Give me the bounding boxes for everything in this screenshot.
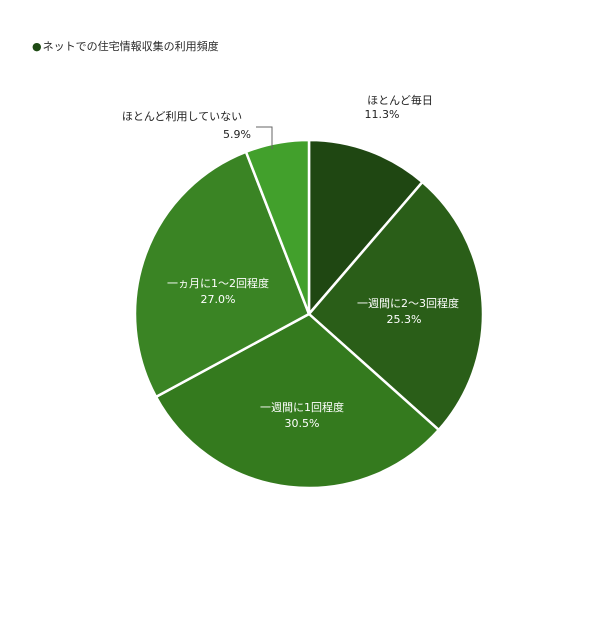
slice-value-1-week: 30.5%: [285, 417, 320, 430]
slice-label-1-week: 一週間に1回程度: [260, 400, 344, 414]
title-bullet-icon: ●: [32, 40, 42, 53]
pie-slice-0: [307, 138, 424, 316]
chart-title-text: ネットでの住宅情報収集の利用頻度: [42, 40, 219, 53]
leader-line: [256, 126, 273, 149]
slice-label-2-3-week: 一週間に2～3回程度: [357, 296, 459, 310]
pie-slices: [133, 138, 485, 490]
slice-value-daily: 11.3%: [365, 108, 400, 121]
slice-value-1-2-month: 27.0%: [201, 293, 236, 306]
slice-value-rarely: 5.9%: [223, 128, 251, 141]
slice-label-1-2-month: 一ヵ月に1～2回程度: [167, 276, 269, 290]
slice-label-rarely: ほとんど利用していない: [122, 110, 242, 123]
slice-label-daily: ほとんど毎日: [367, 94, 433, 107]
pie-slice-3: [133, 150, 311, 399]
chart-title: ●ネットでの住宅情報収集の利用頻度: [32, 38, 219, 54]
pie-slice-1: [307, 180, 485, 432]
pie-slice-2: [154, 312, 441, 490]
slice-value-2-3-week: 25.3%: [387, 313, 422, 326]
pie-slice-4: [244, 138, 311, 316]
